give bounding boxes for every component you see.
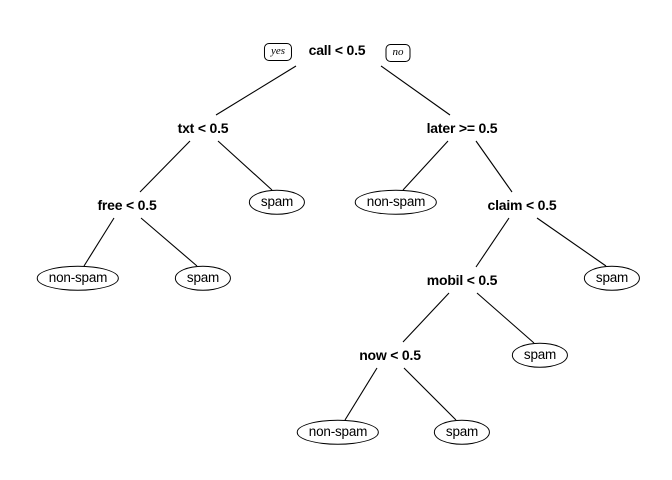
split-node-now: now < 0.5 <box>359 347 421 363</box>
leaf-node-leaf5: spam <box>583 265 641 291</box>
tree-edge-free-to-leaf3 <box>83 217 115 267</box>
split-node-txt: txt < 0.5 <box>177 120 229 136</box>
split-node-call: call < 0.5 <box>308 42 366 58</box>
branch-label-no: no <box>385 44 411 62</box>
tree-edge-call-to-txt <box>215 65 297 116</box>
leaf-node-leaf4: spam <box>174 265 232 291</box>
tree-edge-now-to-leaf7 <box>344 367 378 421</box>
split-node-mobil: mobil < 0.5 <box>426 272 498 288</box>
tree-edge-claim-to-mobil <box>475 217 510 268</box>
leaf-node-leaf3: non-spam <box>36 265 120 291</box>
branch-label-yes: yes <box>263 43 293 61</box>
tree-edge-later-to-leaf2 <box>402 140 449 191</box>
tree-edge-mobil-to-now <box>402 292 450 343</box>
leaf-node-leaf6: spam <box>511 342 569 368</box>
leaf-node-leaf7: non-spam <box>296 419 380 445</box>
leaf-node-leaf8: spam <box>433 419 491 445</box>
tree-edge-now-to-leaf8 <box>403 367 457 421</box>
split-node-later: later >= 0.5 <box>426 120 498 136</box>
tree-edge-txt-to-leaf1 <box>217 140 273 191</box>
tree-edge-later-to-claim <box>475 140 513 193</box>
split-node-free: free < 0.5 <box>97 197 157 213</box>
tree-edge-claim-to-leaf5 <box>536 217 607 267</box>
tree-edge-free-to-leaf4 <box>140 217 198 267</box>
leaf-node-leaf2: non-spam <box>354 189 438 215</box>
tree-edge-mobil-to-leaf6 <box>476 292 535 344</box>
tree-edge-call-to-later <box>380 65 451 116</box>
split-node-claim: claim < 0.5 <box>487 197 557 213</box>
leaf-node-leaf1: spam <box>248 189 306 215</box>
tree-edge-txt-to-free <box>139 140 191 193</box>
